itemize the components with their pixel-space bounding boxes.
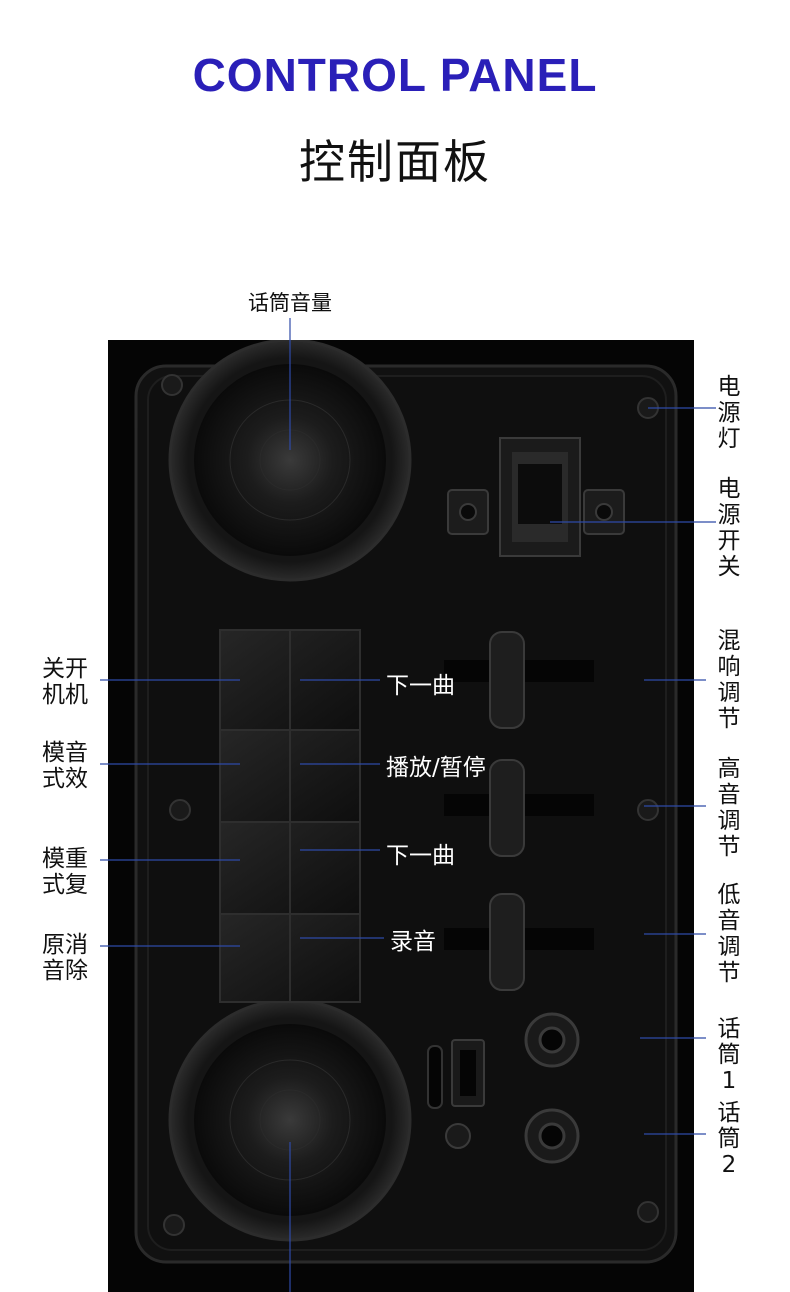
page-title-en: CONTROL PANEL (192, 49, 598, 101)
power-switch (499, 437, 581, 557)
panel-label-next-track-2: 下一曲 (386, 843, 455, 869)
callout-power-light: 电源灯 (717, 374, 741, 452)
callout-repeat-mode: 模重式复 (42, 846, 88, 898)
callout-vocal-remove: 原消音除 (42, 932, 88, 984)
screw-icons (161, 374, 659, 1236)
mic-volume-knob (168, 340, 412, 582)
panel-label-play-pause: 播放/暂停 (386, 755, 486, 781)
panel-label-next-track: 下一曲 (386, 673, 455, 699)
callout-reverb: 混响调节 (717, 628, 741, 732)
callout-power-switch: 电源开关 (717, 476, 741, 580)
control-panel-illustration (108, 340, 694, 1292)
mic-jack-icons (524, 1012, 580, 1164)
panel-label-record: 录音 (390, 929, 436, 955)
page-title-cn: 控制面板 (299, 135, 491, 189)
callout-power-onoff: 关开机机 (42, 656, 88, 708)
master-volume-knob (168, 998, 412, 1242)
aux-port-icon (445, 1123, 471, 1149)
usb-port-icon (451, 1039, 485, 1107)
slider-handles (489, 631, 525, 991)
button-stack (219, 629, 361, 1003)
dc-jack-icons (447, 489, 625, 535)
callout-treble: 高音调节 (717, 756, 741, 860)
tf-slot-icon (427, 1045, 443, 1109)
callout-sound-mode: 模音式效 (42, 740, 88, 792)
callout-bass: 低音调节 (717, 882, 741, 986)
callout-mic-volume: 话筒音量 (248, 291, 332, 315)
